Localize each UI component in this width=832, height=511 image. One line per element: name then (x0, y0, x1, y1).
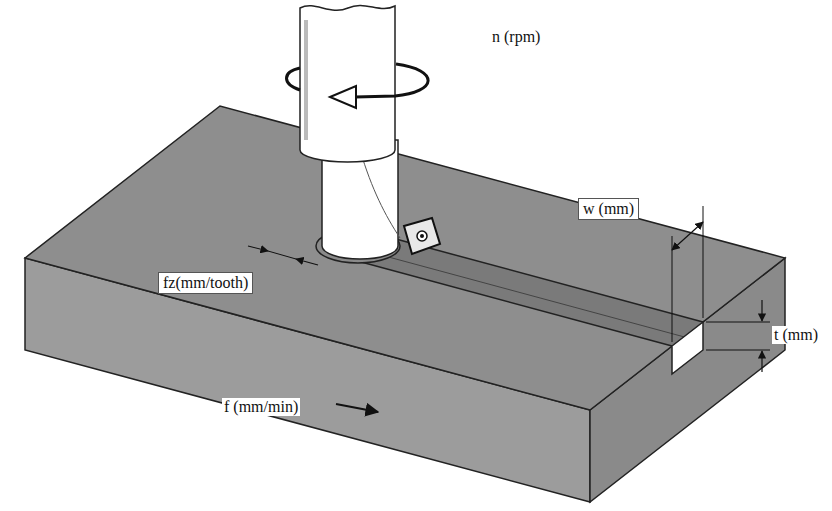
feed-per-tooth-arrow (248, 246, 268, 251)
feed-per-tooth-label: fz(mm/tooth) (158, 272, 253, 294)
slot-edge (339, 256, 672, 346)
feed-per-tooth-arrow (296, 259, 318, 265)
rotation-arrow (355, 64, 428, 97)
shaft-shade (304, 20, 308, 140)
cutter-shaft (300, 5, 395, 162)
feed-per-tooth-line (268, 251, 296, 259)
feed-arrow (336, 404, 378, 412)
depth-dimension (761, 351, 762, 372)
depth-label: t (mm) (772, 326, 820, 344)
speed-label: n (rpm) (490, 28, 542, 46)
slot-notch (672, 322, 703, 374)
cutter-flute (360, 150, 400, 238)
width-label: w (mm) (578, 198, 639, 220)
slot-wall-line (370, 252, 703, 342)
depth-dimension (761, 300, 762, 321)
extension-line (706, 350, 770, 351)
rotation-arrowhead (330, 86, 356, 108)
insert-screw (420, 234, 424, 238)
cutting-insert (404, 218, 440, 254)
rotation-arrow (287, 68, 301, 90)
block-top-face (25, 106, 785, 410)
feed-label: f (mm/min) (222, 398, 300, 416)
extension-line (672, 236, 673, 342)
width-dimension (672, 222, 703, 250)
extension-line (706, 322, 770, 323)
insert-screw (417, 231, 427, 241)
